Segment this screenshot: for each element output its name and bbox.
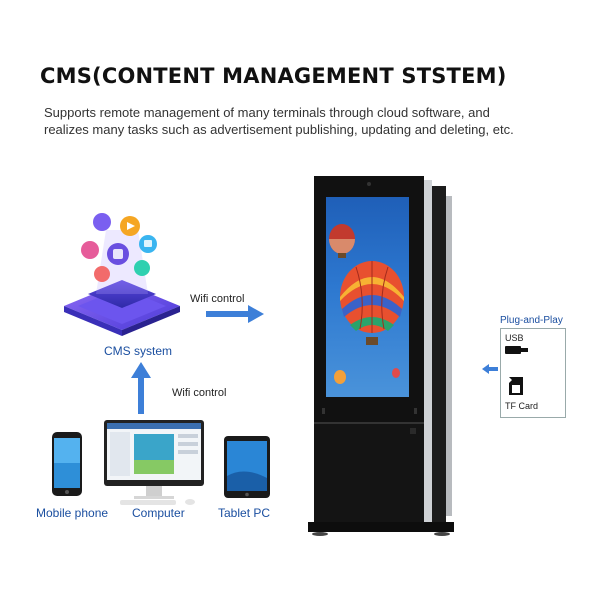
arrow-up-icon xyxy=(131,362,151,414)
plug-and-play-title: Plug-and-Play xyxy=(500,315,563,326)
kiosk-screen xyxy=(326,197,409,397)
app-bubble-icon xyxy=(81,241,99,259)
usb-icon xyxy=(505,346,528,354)
app-bubble-icon xyxy=(93,213,111,231)
cms-system-label: CMS system xyxy=(104,344,173,358)
computer-icon xyxy=(104,420,204,505)
device-label-mobile: Mobile phone xyxy=(36,506,109,520)
arrow-right-icon xyxy=(206,305,264,323)
plug-and-play-box: USB TF Card xyxy=(500,328,566,418)
tablet-icon xyxy=(224,436,270,498)
app-bubble-icon xyxy=(134,260,150,276)
wifi-control-label-up: Wifi control xyxy=(172,387,227,399)
device-label-computer: Computer xyxy=(132,506,185,520)
arrow-left-icon xyxy=(482,364,498,374)
page-description: Supports remote management of many termi… xyxy=(44,105,514,137)
usb-label: USB xyxy=(505,333,524,343)
page-title: CMS(CONTENT MANAGEMENT STSTEM) xyxy=(40,64,507,88)
app-bubble-icon xyxy=(94,266,110,282)
tf-card-label: TF Card xyxy=(505,401,539,411)
device-label-tablet: Tablet PC xyxy=(218,506,271,520)
cms-illustration xyxy=(64,213,180,336)
mobile-phone-icon xyxy=(52,432,82,496)
wifi-control-label-right: Wifi control xyxy=(190,293,245,305)
tf-card-icon xyxy=(509,377,523,395)
